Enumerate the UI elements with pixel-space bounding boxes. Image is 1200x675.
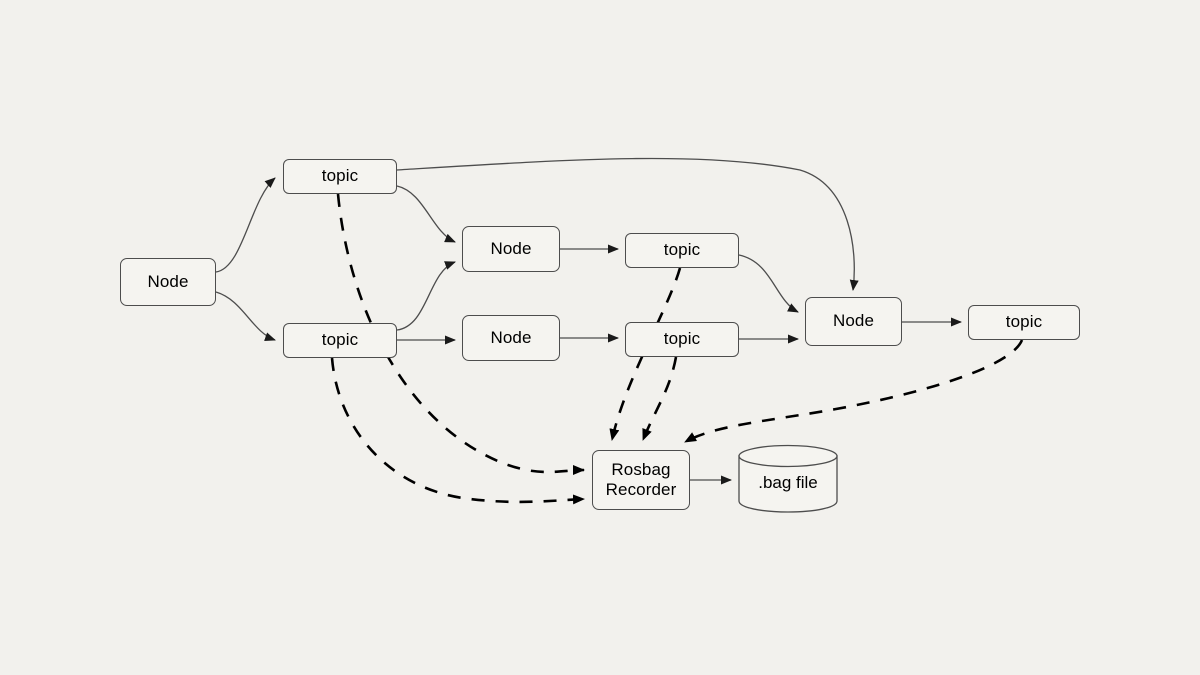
edge-topic-mid-top-to-node-right xyxy=(738,254,799,313)
edge-record-topic-top-left xyxy=(336,193,585,476)
bag-file[interactable]: .bag file xyxy=(738,444,838,513)
node-mid-top-label: Node xyxy=(490,238,532,258)
edge-topic-bot-to-node-mid-top xyxy=(396,261,456,331)
rosbag-recorder-label-line2: Recorder xyxy=(605,480,677,499)
edge-record-topic-bot-left xyxy=(330,357,585,505)
edge-node-left-to-topic-top xyxy=(215,177,276,273)
topic-mid-bot[interactable]: topic xyxy=(625,322,739,357)
bag-file-label: .bag file xyxy=(758,472,818,492)
node-left-label: Node xyxy=(147,271,189,291)
rosbag-recorder[interactable]: Rosbag Recorder xyxy=(592,450,690,510)
edge-record-topic-mid-bot xyxy=(641,356,678,441)
topic-bot-left-label: topic xyxy=(321,330,359,350)
node-mid-bot-label: Node xyxy=(490,327,532,347)
edge-topic-top-to-node-mid-top xyxy=(396,185,456,243)
topic-right[interactable]: topic xyxy=(968,305,1080,340)
node-mid-top[interactable]: Node xyxy=(462,226,560,272)
rosbag-recorder-label-line1: Rosbag xyxy=(611,459,671,479)
topic-bot-left[interactable]: topic xyxy=(283,323,397,358)
topic-top-left[interactable]: topic xyxy=(283,159,397,194)
topic-mid-bot-label: topic xyxy=(663,329,701,349)
edge-node-left-to-topic-bot xyxy=(215,291,276,341)
topic-mid-top[interactable]: topic xyxy=(625,233,739,268)
cylinder-shape xyxy=(738,444,838,513)
edge-topic-top-to-node-right xyxy=(396,157,859,291)
node-right-label: Node xyxy=(832,311,875,331)
edge-record-topic-right xyxy=(684,339,1024,444)
topic-mid-top-label: topic xyxy=(663,240,701,260)
topic-top-left-label: topic xyxy=(321,166,359,186)
node-left[interactable]: Node xyxy=(120,258,216,306)
topic-right-label: topic xyxy=(1005,312,1043,332)
node-mid-bot[interactable]: Node xyxy=(462,315,560,361)
node-right[interactable]: Node xyxy=(805,297,902,346)
